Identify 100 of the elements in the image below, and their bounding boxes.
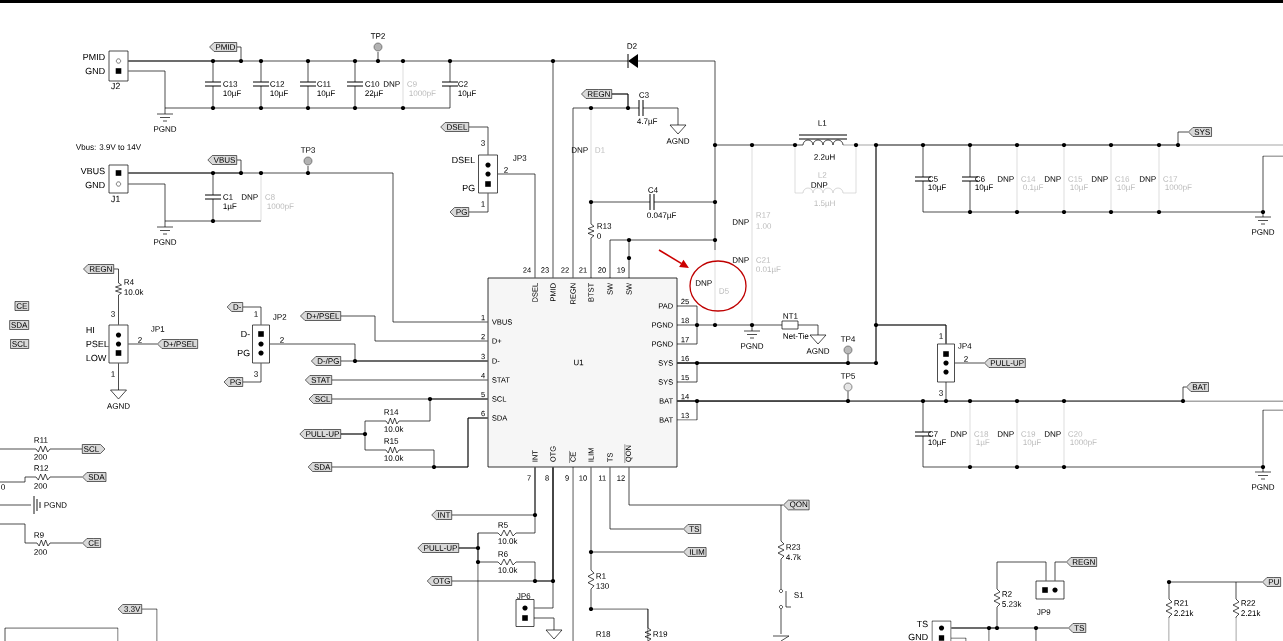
wire [951,627,1069,629]
part-label: L1 [818,120,827,126]
part-label: R15 [384,438,399,444]
net-label: 3.3V [117,604,142,614]
part-label: DNP [732,257,749,263]
pin-number: 2 [964,356,968,362]
part-label: C5 [928,176,938,182]
part-label: DNP [732,219,749,225]
part-label: 10µF [1117,184,1135,192]
net-label: REGN [1066,557,1097,567]
part-label: C7 [928,431,938,437]
part-label: 1000pF [267,203,294,211]
node-label: TP3 [300,147,315,153]
part-label: 10µF [1023,439,1041,447]
part-label: 5.23k [1002,601,1022,607]
wire [590,467,684,553]
part-label: C11 [317,81,331,87]
part-label: DNP [811,182,828,188]
net-label: SCL [308,394,332,404]
net-label: OTG [426,576,452,586]
pin-number: 3 [254,371,258,377]
wire [677,324,947,364]
test-point: TP3 [300,147,315,166]
net-label: PMID [209,42,237,52]
part-label: 4.7k [786,554,801,560]
net-label: PULL-UP [984,358,1026,368]
part-label: 10µF [458,90,476,98]
wire [611,93,679,126]
part-label: 2.21k [1241,610,1261,616]
part-label: DNP [571,147,588,153]
net-label: SDA [82,472,107,482]
part-label: C19 [1021,431,1036,437]
part-label: C1 [223,194,233,200]
part-label: 22µF [365,90,383,98]
jumper-header: JP9 [1035,580,1065,615]
part-label: R17 [756,212,771,218]
node-label: GND [908,633,928,641]
net-label: PULL-UP [299,429,341,439]
net-label: SDA [9,320,29,330]
part-label: R22 [1241,600,1256,606]
pin-number: 1 [111,371,115,377]
part-label: 0 [597,233,601,239]
part-label: DNP [1044,176,1061,182]
part-label: R5 [498,522,508,528]
part-label: 10µF [1070,184,1088,192]
part-label: 1000pF [409,90,436,98]
wire [954,362,985,364]
net-label: PG [449,207,469,217]
net-label: DSEL [440,122,469,132]
part-label: D2 [627,43,637,49]
pin-number: 1 [481,201,485,207]
wire [609,467,684,530]
pin-number: 2 [138,337,142,343]
node-label: PG [462,184,475,192]
part-label: R14 [384,409,399,415]
node-label: JP9 [1036,609,1051,615]
node-label: TP4 [840,336,856,342]
node-label: JP6 [516,593,531,599]
part-label: R18 [596,631,611,637]
part-label: D5 [719,288,729,294]
connector-header: PMID GND J2 [83,50,129,90]
net-label: TS [1068,623,1087,633]
part-label: R19 [653,631,668,637]
part-label: C3 [639,92,649,98]
test-point: TP2 [370,33,385,52]
part-label: 1000pF [1070,439,1097,447]
node-label: VBUS [80,167,105,175]
wire [242,363,262,383]
net-label: PG [223,377,243,387]
part-label: 1000pF [1165,184,1192,192]
part-label: 0.047µF [647,212,677,220]
node-label: PMID [83,53,105,61]
part-label: DNP [950,431,967,437]
test-point: TP5 [840,373,855,392]
net-label: SCL [82,444,106,454]
part-label: C2 [458,81,468,87]
part-label: 10µF [975,184,993,192]
net-label: REGN [581,89,612,99]
part-label: DNP [997,176,1014,182]
net-label: REGN [83,264,114,274]
part-label: 10µF [317,90,335,98]
net-label: PU [1262,577,1281,587]
part-label: Net-Tie [783,333,809,339]
node-label: HI [86,326,95,334]
part-label: 10.0k [124,289,144,295]
net-label: CE [82,538,101,548]
net-label: D+/PSEL [300,311,341,321]
wire [1054,561,1067,581]
part-label: 10µF [270,90,288,98]
part-label: R2 [1002,591,1012,597]
node-label: JP4 [957,343,972,349]
pin-number: 2 [504,167,508,173]
part-label: 200 [34,454,47,460]
pin-number: 3 [111,311,115,317]
part-label: C13 [223,81,238,87]
node-label: J1 [110,195,120,203]
part-label: 4.7µF [637,118,658,126]
net-label: STAT [305,375,332,385]
net-label: PULL-UP [417,543,459,553]
part-label: R12 [34,465,49,471]
